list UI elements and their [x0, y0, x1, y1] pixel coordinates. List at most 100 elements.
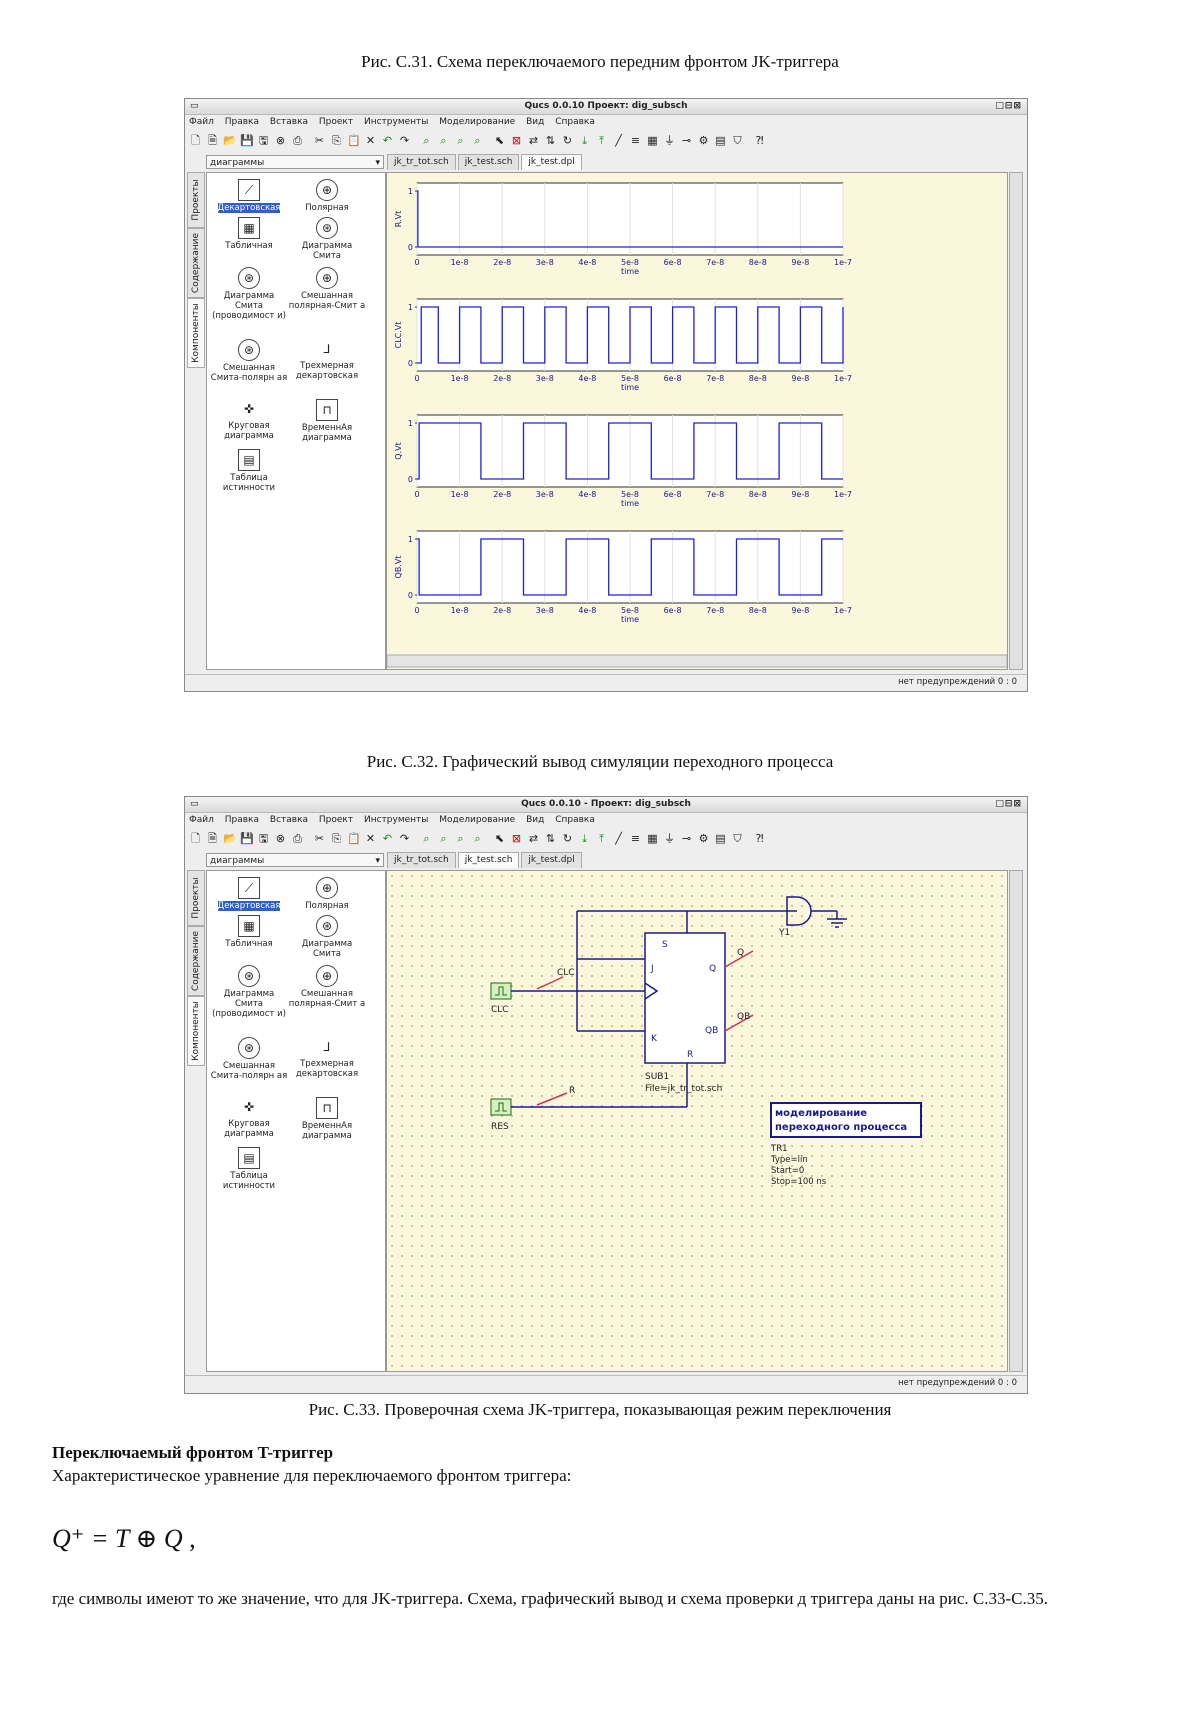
- port-icon[interactable]: ⊸: [680, 832, 693, 845]
- undo-icon[interactable]: ↶: [381, 832, 394, 845]
- delete-icon[interactable]: ✕: [364, 832, 377, 845]
- select-icon[interactable]: ⬉: [493, 134, 506, 147]
- vertical-scrollbar[interactable]: [1009, 172, 1023, 670]
- print-icon[interactable]: ⎙: [291, 832, 304, 845]
- zoom-fit-icon[interactable]: ⌕: [420, 134, 433, 147]
- menu-help[interactable]: Справка: [555, 117, 595, 127]
- delete-icon[interactable]: ✕: [364, 134, 377, 147]
- tab-jk-test-dpl[interactable]: jk_test.dpl: [521, 154, 581, 170]
- simulate-icon[interactable]: ⚙: [697, 832, 710, 845]
- menu-insert[interactable]: Вставка: [270, 815, 308, 825]
- diagram-timing[interactable]: ⊓ВременнАя диаграмма: [287, 399, 367, 443]
- zoom-out-icon[interactable]: ⌕: [471, 134, 484, 147]
- menu-edit[interactable]: Правка: [225, 117, 259, 127]
- paste-icon[interactable]: 📋: [347, 832, 360, 845]
- vertical-scrollbar[interactable]: [1009, 870, 1023, 1372]
- save-icon[interactable]: 💾: [240, 134, 253, 147]
- diagram-smith-admittance[interactable]: ⊛Диаграмма Смита (проводимост и): [209, 267, 289, 321]
- diagram-polar-smith[interactable]: ⊕Смешанная полярная-Смит а: [287, 965, 367, 1009]
- new-text-icon[interactable]: 🗎: [206, 134, 219, 147]
- mirror-y-icon[interactable]: ⇅: [544, 134, 557, 147]
- go-up-icon[interactable]: ⤒: [595, 832, 608, 845]
- select-icon[interactable]: ⬉: [493, 832, 506, 845]
- zoom-out-icon[interactable]: ⌕: [471, 832, 484, 845]
- diagram-smith-polar[interactable]: ⊛Смешанная Смита-полярн ая: [209, 1037, 289, 1081]
- rotate-icon[interactable]: ↻: [561, 832, 574, 845]
- redo-icon[interactable]: ↷: [398, 832, 411, 845]
- equation-icon[interactable]: ▦: [646, 134, 659, 147]
- side-tab-projects[interactable]: Проекты: [187, 870, 205, 926]
- save-all-icon[interactable]: 🖫: [257, 832, 270, 845]
- side-tab-components[interactable]: Компоненты: [187, 996, 205, 1066]
- menu-view[interactable]: Вид: [526, 117, 544, 127]
- view-dpl-icon[interactable]: ▤: [714, 832, 727, 845]
- res-source[interactable]: [491, 1099, 511, 1115]
- wire[interactable]: [537, 1093, 567, 1105]
- window-controls[interactable]: □⊟⊠: [995, 797, 1022, 812]
- go-up-icon[interactable]: ⤒: [595, 134, 608, 147]
- wire-label-icon[interactable]: ≡: [629, 134, 642, 147]
- tab-jk-test-sch[interactable]: jk_test.sch: [458, 852, 520, 868]
- diagram-locus[interactable]: ✜Круговая диаграмма: [209, 399, 289, 441]
- diagram-timing[interactable]: ⊓ВременнАя диаграмма: [287, 1097, 367, 1141]
- components-combo[interactable]: диаграммы▾: [206, 155, 384, 169]
- rotate-icon[interactable]: ↻: [561, 134, 574, 147]
- menu-view[interactable]: Вид: [526, 815, 544, 825]
- tab-jk-test-dpl[interactable]: jk_test.dpl: [521, 852, 581, 868]
- diagram-smith-admittance[interactable]: ⊛Диаграмма Смита (проводимост и): [209, 965, 289, 1019]
- zoom-in-icon[interactable]: ⌕: [454, 832, 467, 845]
- tab-jk-tr-tot[interactable]: jk_tr_tot.sch: [387, 852, 456, 868]
- diagram-tabular[interactable]: ▦Табличная: [209, 217, 289, 251]
- marker-icon[interactable]: ⛉: [731, 134, 744, 147]
- close-doc-icon[interactable]: ⊗: [274, 134, 287, 147]
- save-icon[interactable]: 💾: [240, 832, 253, 845]
- deactivate-icon[interactable]: ⊠: [510, 134, 523, 147]
- redo-icon[interactable]: ↷: [398, 134, 411, 147]
- side-tab-components[interactable]: Компоненты: [187, 298, 205, 368]
- menu-edit[interactable]: Правка: [225, 815, 259, 825]
- print-icon[interactable]: ⎙: [291, 134, 304, 147]
- cut-icon[interactable]: ✂: [313, 134, 326, 147]
- diagram-smith[interactable]: ⊛Диаграмма Смита: [287, 217, 367, 261]
- wire-icon[interactable]: ╱: [612, 832, 625, 845]
- copy-icon[interactable]: ⎘: [330, 134, 343, 147]
- tab-jk-test-sch[interactable]: jk_test.sch: [458, 154, 520, 170]
- plot-canvas[interactable]: 01e-82e-83e-84e-85e-86e-87e-88e-89e-81e-…: [386, 172, 1008, 670]
- mirror-y-icon[interactable]: ⇅: [544, 832, 557, 845]
- side-tab-content[interactable]: Содержание: [187, 228, 205, 298]
- menu-simulation[interactable]: Моделирование: [439, 117, 515, 127]
- zoom-in-icon[interactable]: ⌕: [454, 134, 467, 147]
- menu-tools[interactable]: Инструменты: [364, 117, 428, 127]
- zoom-fit-icon[interactable]: ⌕: [420, 832, 433, 845]
- ground-icon[interactable]: ⏚: [663, 134, 676, 147]
- close-doc-icon[interactable]: ⊗: [274, 832, 287, 845]
- menu-project[interactable]: Проект: [319, 117, 353, 127]
- diagram-polar-smith[interactable]: ⊕Смешанная полярная-Смит а: [287, 267, 367, 311]
- diagram-polar[interactable]: ⊕Полярная: [287, 179, 367, 213]
- tab-jk-tr-tot[interactable]: jk_tr_tot.sch: [387, 154, 456, 170]
- ground-icon[interactable]: ⏚: [663, 832, 676, 845]
- horizontal-scrollbar[interactable]: [387, 655, 1007, 667]
- wire-icon[interactable]: ╱: [612, 134, 625, 147]
- deactivate-icon[interactable]: ⊠: [510, 832, 523, 845]
- schematic-canvas[interactable]: J S Q K R QB CLC CLC Q QB R RES Y1 SUB1 …: [386, 870, 1008, 1372]
- window-menu-icon[interactable]: ▭: [190, 99, 199, 114]
- save-all-icon[interactable]: 🖫: [257, 134, 270, 147]
- side-tab-content[interactable]: Содержание: [187, 926, 205, 996]
- view-dpl-icon[interactable]: ▤: [714, 134, 727, 147]
- diagram-truth-table[interactable]: ▤Таблица истинности: [209, 449, 289, 493]
- diagram-3d-cartesian[interactable]: ⅃Трехмерная декартовская: [287, 1037, 367, 1079]
- diagram-locus[interactable]: ✜Круговая диаграмма: [209, 1097, 289, 1139]
- marker-icon[interactable]: ⛉: [731, 832, 744, 845]
- go-into-icon[interactable]: ⤓: [578, 134, 591, 147]
- window-menu-icon[interactable]: ▭: [190, 797, 199, 812]
- diagram-cartesian[interactable]: ⟋Декартовская: [209, 877, 289, 911]
- new-icon[interactable]: 🗋: [189, 134, 202, 147]
- window-controls[interactable]: □⊟⊠: [995, 99, 1022, 114]
- open-icon[interactable]: 📂: [223, 134, 236, 147]
- trace-clc-vt[interactable]: [417, 307, 843, 363]
- menu-insert[interactable]: Вставка: [270, 117, 308, 127]
- copy-icon[interactable]: ⎘: [330, 832, 343, 845]
- simulate-icon[interactable]: ⚙: [697, 134, 710, 147]
- mirror-x-icon[interactable]: ⇄: [527, 832, 540, 845]
